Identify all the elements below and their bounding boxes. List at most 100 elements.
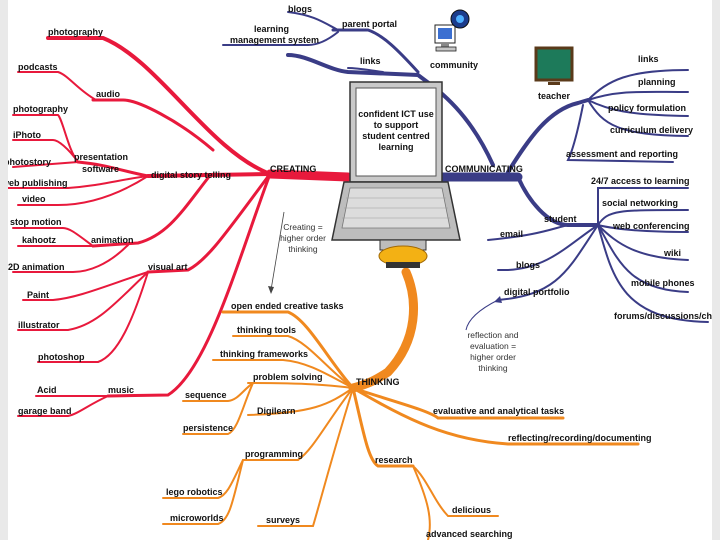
node-advanced-searching: advanced searching (426, 529, 513, 539)
edge-animation (91, 176, 210, 248)
node-creating: CREATING (270, 164, 316, 174)
node-links: links (360, 56, 381, 66)
edge-paint (22, 271, 149, 301)
edge-planning (587, 90, 689, 101)
edge-lego (162, 459, 244, 499)
node-reflecting: reflecting/recording/documenting (508, 433, 652, 443)
node-audio: audio (96, 89, 121, 99)
reflection-note: reflection and evaluation = higher order… (467, 330, 518, 373)
reflection-note-line-1: reflection and (467, 330, 518, 340)
edge-teacher (506, 98, 590, 174)
node-social-networking: social networking (602, 198, 678, 208)
node-animation: animation (91, 235, 134, 245)
node-microworlds: microworlds (170, 513, 224, 523)
node-paint: Paint (27, 290, 49, 300)
edge-blogs (287, 11, 339, 31)
node-problem-solving: problem solving (253, 372, 323, 382)
node-podcasts: podcasts (18, 62, 58, 72)
center-title-line-1: confident ICT use (358, 109, 434, 119)
edge-assessment (566, 104, 674, 163)
edge-music (106, 172, 272, 398)
node-visual-art: visual art (148, 262, 188, 272)
edge-illustrator (17, 271, 149, 331)
center-title: confident ICT use to support student cen… (358, 109, 434, 152)
edge-links (347, 67, 384, 73)
node-acid: Acid (37, 385, 57, 395)
edge-iphoto (12, 139, 79, 163)
edge-mobile (597, 224, 689, 293)
node-illustrator: illustrator (18, 320, 60, 330)
node-digital-story-telling: digital story telling (151, 170, 231, 180)
creating-note: Creating = higher order thinking (268, 211, 326, 294)
node-access-24-7: 24/7 access to learning (591, 176, 690, 186)
node-forums: forums/discussions/chat (614, 311, 712, 321)
edge-digilearn (247, 387, 354, 416)
edge-access (597, 187, 689, 226)
creating-labels: CREATING photography audio podcasts phot… (8, 27, 316, 416)
edge-thinking-tools (232, 335, 354, 389)
edge-video (17, 175, 149, 206)
mind-map-canvas: confident ICT use to support student cen… (8, 4, 712, 540)
reflection-note-line-2: evaluation = (470, 341, 516, 351)
edge-open-ended (221, 310, 355, 390)
edge-curriculum (587, 99, 689, 137)
node-thinking-tools: thinking tools (237, 325, 296, 335)
center-title-line-4: learning (378, 142, 413, 152)
computer-icon (434, 9, 470, 52)
edge-evaluative (351, 386, 565, 420)
edge-visual-art (146, 172, 272, 274)
edge-photoshop (37, 271, 149, 363)
edge-email (487, 224, 569, 241)
node-email: email (500, 229, 523, 239)
node-open-ended: open ended creative tasks (231, 301, 344, 311)
node-persistence: persistence (183, 423, 233, 433)
edge-surveys (257, 387, 354, 527)
node-lego-robotics: lego robotics (166, 487, 223, 497)
node-delicious: delicious (452, 505, 491, 515)
node-presentation-2: software (82, 164, 119, 174)
node-teacher-links: links (638, 54, 659, 64)
chalkboard-icon (534, 46, 574, 85)
reflection-note-line-4: thinking (478, 363, 508, 373)
creating-note-line-1: Creating = (283, 222, 322, 232)
node-student: student (544, 214, 577, 224)
node-2d-animation: 2D animation (8, 262, 65, 272)
edge-presentation (76, 160, 150, 178)
node-video: video (22, 194, 46, 204)
node-assessment-reporting: assessment and reporting (566, 149, 678, 159)
edge-podcasts (17, 71, 97, 101)
edge-2d-animation (12, 244, 129, 273)
node-thinking: THINKING (356, 377, 400, 387)
node-photostory: photostory (8, 157, 51, 167)
node-kahootz: kahootz (22, 235, 57, 245)
node-planning: planning (638, 77, 676, 87)
node-curriculum-delivery: curriculum delivery (610, 125, 693, 135)
edge-forums (597, 224, 709, 323)
node-presentation-1: presentation (74, 152, 128, 162)
node-lms-2: management system (230, 35, 319, 45)
node-policy-formulation: policy formulation (608, 103, 686, 113)
node-lms-1: learning (254, 24, 289, 34)
edge-research (351, 386, 415, 468)
edge-webconf (597, 224, 689, 233)
communicating-labels: COMMUNICATING blogs parent portal learni… (230, 4, 712, 321)
edge-garage-band (17, 395, 109, 417)
node-photography: photography (48, 27, 103, 37)
node-programming: programming (245, 449, 303, 459)
thinking-branches (162, 267, 640, 540)
node-evaluative: evaluative and analytical tasks (433, 406, 564, 416)
node-mobile-phones: mobile phones (631, 278, 695, 288)
node-teacher: teacher (538, 91, 571, 101)
edge-student-blogs (497, 224, 599, 271)
edge-programming (242, 387, 354, 461)
edge-thinking-frameworks (212, 359, 354, 389)
edge-reflecting (351, 386, 640, 446)
node-iphoto: iPhoto (13, 130, 41, 140)
node-web-publishing: web publishing (8, 178, 68, 188)
arrow-head-reflection (494, 296, 502, 303)
node-garage-band: garage band (18, 406, 72, 416)
node-photoshop: photoshop (38, 352, 85, 362)
node-stop-motion: stop motion (10, 217, 62, 227)
edge-reflection-arrow (465, 299, 499, 331)
edge-persistence (182, 382, 254, 435)
